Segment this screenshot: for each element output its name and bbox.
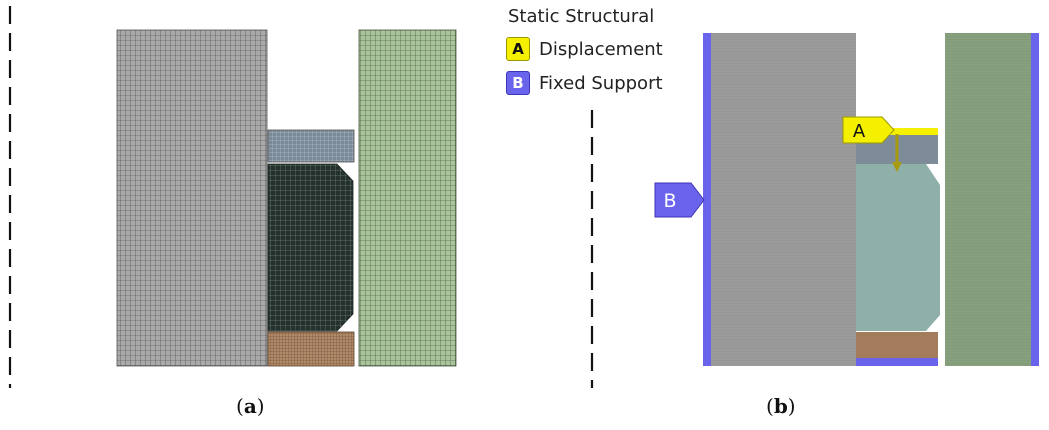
callout-b: B (654, 182, 705, 218)
panel-a (8, 6, 457, 388)
middle-teal-part (856, 164, 940, 331)
bottom-brown-part-mesh (267, 331, 355, 367)
caption-b-letter: b (773, 394, 788, 418)
fixed-support-right-strip (1031, 33, 1039, 366)
legend-item-fixed-support: B Fixed Support (506, 70, 663, 96)
legend-swatch-a: A (506, 37, 530, 61)
caption-a-letter: a (243, 394, 257, 418)
legend-label-displacement: Displacement (539, 38, 663, 60)
legend-swatch-b: B (506, 71, 530, 95)
caption-b: (b) (766, 394, 796, 418)
displacement-face (891, 128, 938, 135)
bottom-brown-part (856, 332, 938, 358)
legend-label-fixed-support: Fixed Support (539, 72, 663, 94)
left-gray-part (711, 33, 856, 366)
middle-dark-part-mesh (267, 163, 354, 332)
caption-a: (a) (236, 394, 265, 418)
left-gray-part-mesh (116, 29, 268, 367)
right-green-part (945, 33, 1031, 366)
fixed-support-bottom-strip (856, 358, 938, 366)
fixed-support-left-strip (703, 33, 711, 366)
panel-b: A B (590, 33, 1039, 388)
legend-title: Static Structural (508, 6, 655, 27)
callout-a: A (842, 116, 895, 144)
top-steel-part-mesh (267, 129, 355, 163)
legend-item-displacement: A Displacement (506, 36, 663, 62)
right-green-part-mesh (358, 29, 457, 367)
callout-b-label: B (663, 190, 676, 212)
callout-a-label: A (853, 121, 866, 142)
displacement-arrow-head (892, 162, 902, 172)
